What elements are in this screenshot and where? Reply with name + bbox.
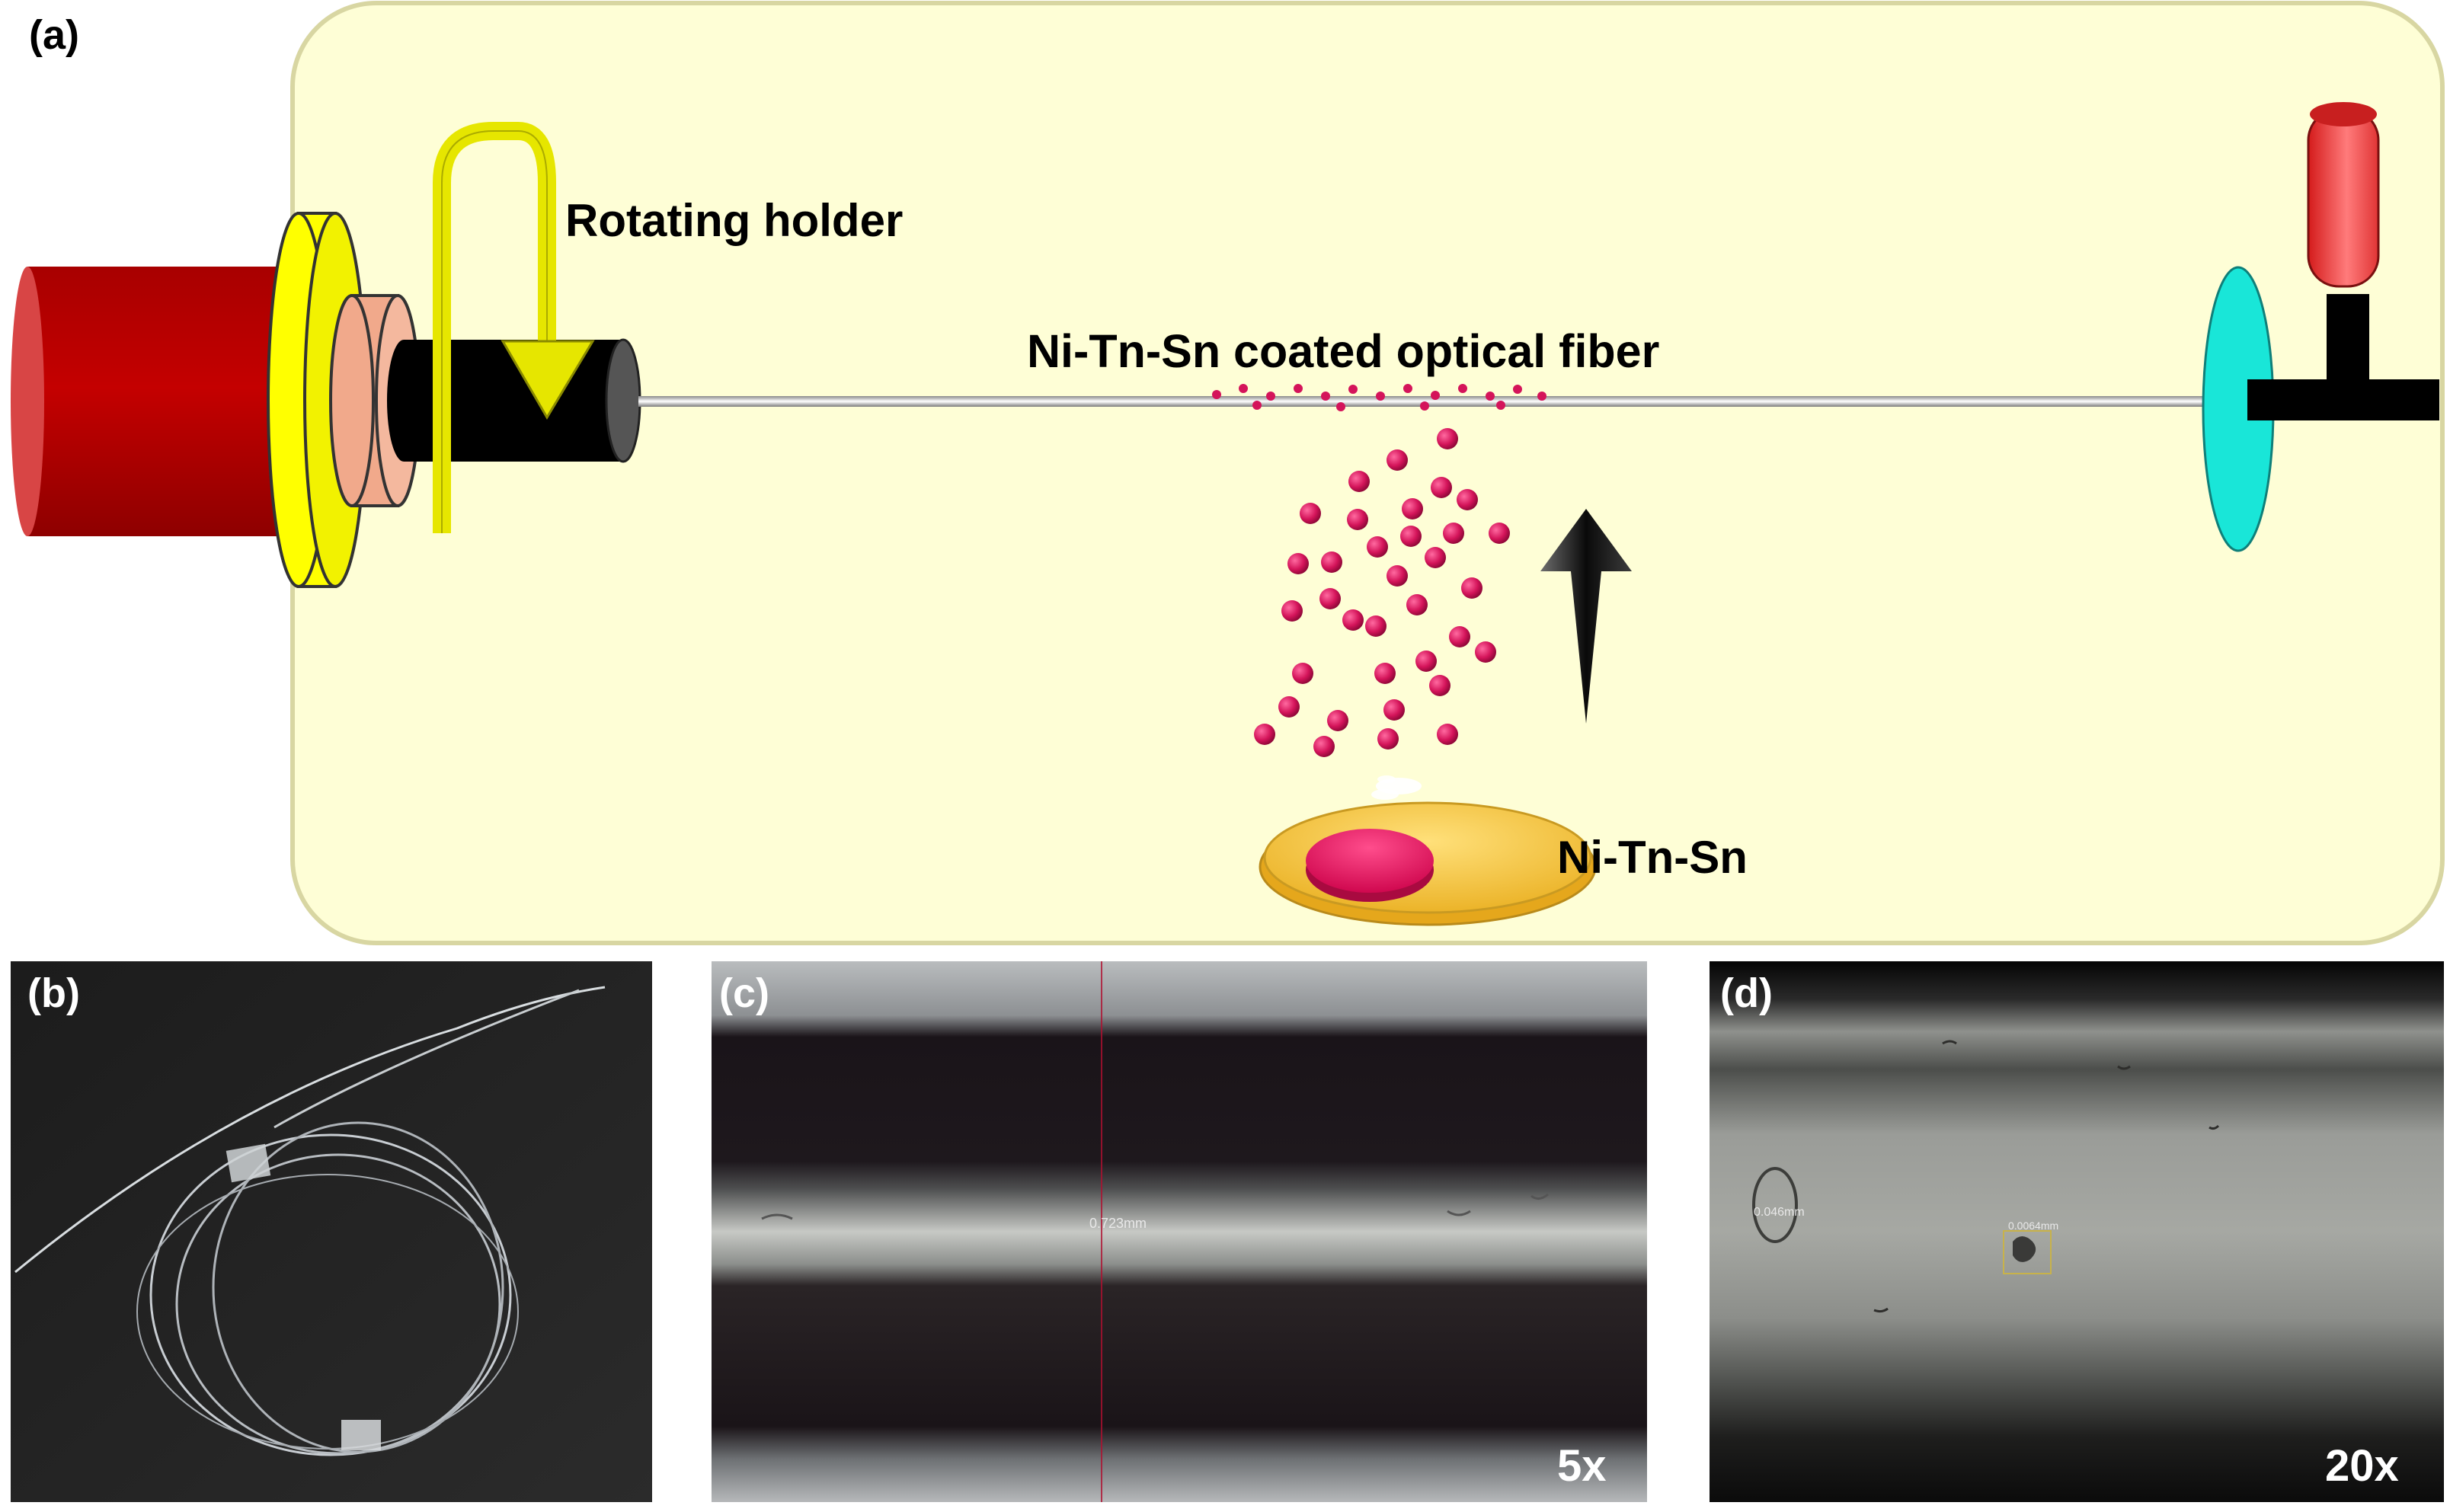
panel-c-label: (c)	[719, 970, 769, 1016]
plume-particle	[1457, 489, 1478, 510]
coating-particle	[1212, 390, 1221, 399]
plume-particle	[1319, 588, 1341, 609]
plume-particle	[1406, 594, 1428, 615]
clamp-knob	[2307, 102, 2380, 288]
plume-particle	[1321, 551, 1342, 573]
plume-particle	[1387, 565, 1408, 587]
plume-particle	[1383, 699, 1405, 721]
coating-particles	[1212, 384, 1546, 411]
plume-particle	[1300, 503, 1321, 524]
measurement-5x: 0.723mm	[1089, 1216, 1147, 1231]
coating-particle	[1348, 385, 1358, 394]
optical-fiber	[638, 396, 2253, 407]
plume-particle	[1475, 641, 1496, 663]
coating-particle	[1266, 392, 1275, 401]
plume-particle	[1429, 675, 1450, 696]
plume-particle	[1374, 663, 1396, 684]
coating-particle	[1513, 385, 1522, 394]
deposition-direction-arrow-icon	[1540, 509, 1632, 724]
panel-b-label: (b)	[27, 970, 80, 1016]
coating-particle	[1376, 392, 1385, 401]
plume-particle	[1327, 710, 1348, 731]
coating-particle	[1496, 401, 1505, 410]
measurement-20x-left: 0.046mm	[1754, 1206, 1805, 1219]
magnification-5x: 5x	[1557, 1441, 1607, 1491]
plume-particle	[1402, 498, 1423, 519]
plume-particle	[1400, 526, 1422, 547]
plume-particle	[1367, 536, 1388, 558]
plume-particle	[1281, 600, 1303, 622]
panel-d-label: (d)	[1720, 970, 1773, 1016]
panel-a-label: (a)	[29, 12, 79, 58]
plume-particle	[1313, 736, 1335, 757]
rotating-holder-arrow-icon	[433, 122, 595, 533]
plume-particle	[1387, 449, 1408, 471]
plume-particle	[1443, 523, 1464, 544]
plume-particle	[1287, 553, 1309, 574]
coating-particle	[1239, 384, 1248, 393]
plume-particle	[1347, 509, 1368, 530]
plume-particle	[1425, 547, 1446, 568]
coating-particle	[1252, 401, 1262, 410]
plume-particle	[1342, 609, 1364, 631]
deposition-chamber	[290, 1, 2445, 945]
coating-particle	[1420, 401, 1429, 411]
coating-particle	[1458, 384, 1467, 393]
coating-particle	[1321, 392, 1330, 401]
fiber-label: Ni-Tn-Sn coated optical fiber	[1027, 325, 1659, 377]
coating-particle	[1403, 384, 1412, 393]
plume-particle	[1449, 626, 1470, 647]
motor	[11, 267, 286, 536]
plume-particle	[1292, 663, 1313, 684]
coating-particle	[1486, 392, 1495, 401]
plume-particle	[1489, 523, 1510, 544]
plume-particle	[1437, 724, 1458, 745]
ni-tn-sn-target	[1306, 829, 1434, 902]
plume-particle	[1377, 728, 1399, 750]
plume-particle	[1278, 696, 1300, 718]
photo-fiber-coil	[11, 961, 652, 1502]
coating-particle	[1537, 392, 1546, 401]
plume-particle	[1431, 477, 1452, 498]
rotating-holder-label: Rotating holder	[565, 195, 903, 246]
plume-particle	[1461, 577, 1482, 599]
plume-particle	[1348, 471, 1370, 492]
coating-particle	[1336, 402, 1345, 411]
micrograph-5x: 0.723mm	[712, 961, 1647, 1502]
micrograph-20x: 0.046mm 0.0064mm	[1710, 961, 2444, 1502]
plume-particle	[1415, 651, 1437, 672]
plume-particle	[1254, 724, 1275, 745]
coating-particle	[1431, 391, 1440, 400]
plume-particle	[1437, 428, 1458, 449]
plume-particle	[1365, 615, 1387, 637]
particle-plume	[1254, 428, 1510, 757]
magnification-20x: 20x	[2325, 1441, 2399, 1491]
measurement-20x-center: 0.0064mm	[2008, 1220, 2058, 1232]
coating-particle	[1294, 384, 1303, 393]
fiber-clamp	[2202, 266, 2439, 552]
target-label: Ni-Tn-Sn	[1557, 832, 1748, 883]
